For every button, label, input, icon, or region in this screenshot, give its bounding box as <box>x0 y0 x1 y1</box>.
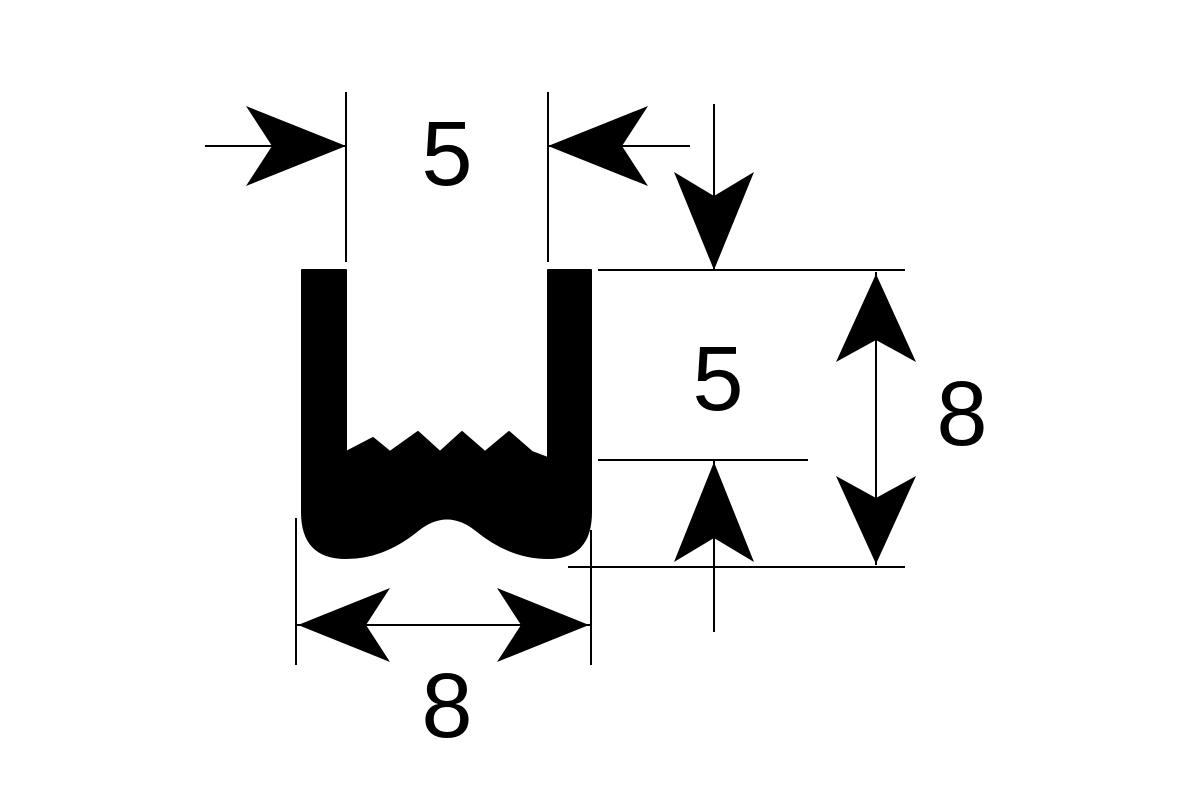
dimension-channel-depth: 5 <box>598 104 905 632</box>
arrowhead-up <box>836 274 916 362</box>
arrowhead-right <box>246 106 346 186</box>
gasket-profile <box>301 269 592 559</box>
arrowhead-left <box>298 588 390 662</box>
inner-width-label: 5 <box>421 103 472 205</box>
arrowhead-down <box>674 172 754 270</box>
arrowhead-down <box>836 476 916 564</box>
outer-width-label: 8 <box>421 655 472 757</box>
dimension-overall-height: 8 <box>568 272 988 568</box>
overall-height-label: 8 <box>936 363 987 465</box>
channel-depth-label: 5 <box>692 328 743 430</box>
dimension-outer-width: 8 <box>295 518 592 757</box>
arrowhead-up <box>674 462 754 562</box>
arrowhead-left <box>548 106 648 186</box>
arrowhead-right <box>497 588 589 662</box>
dimension-inner-width: 5 <box>205 92 690 262</box>
